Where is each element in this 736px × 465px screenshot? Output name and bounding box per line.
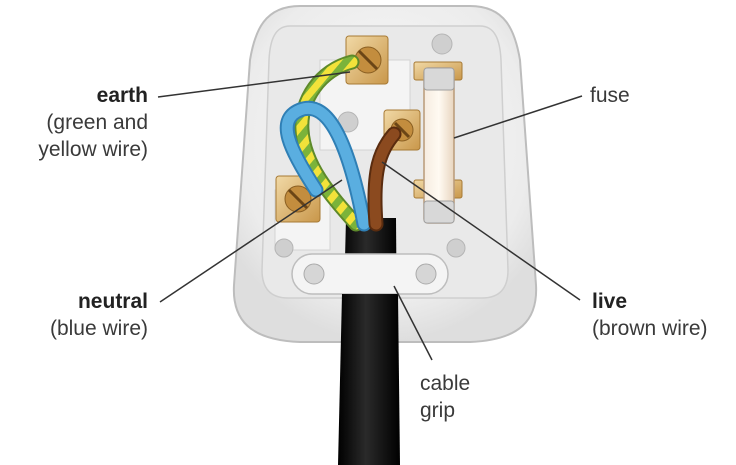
earth-label: earth (green and yellow wire) bbox=[20, 82, 148, 163]
neutral-label: neutral (blue wire) bbox=[20, 288, 148, 342]
earth-desc-line1: (green and bbox=[46, 111, 148, 134]
cable-grip-leader bbox=[393, 285, 433, 361]
screw-terminal-icon bbox=[345, 35, 389, 85]
earth-leader bbox=[157, 71, 351, 98]
earth-title: earth bbox=[96, 84, 148, 107]
live-leader bbox=[381, 161, 581, 301]
neutral-desc: (blue wire) bbox=[49, 317, 148, 340]
cable-grip-label: cable grip bbox=[420, 370, 470, 424]
fuse-title: fuse bbox=[590, 84, 630, 107]
cable-grip-line2: grip bbox=[420, 399, 456, 422]
mounting-hole bbox=[431, 33, 453, 55]
live-title: live bbox=[592, 290, 628, 313]
fuse-label: fuse bbox=[590, 82, 630, 109]
leader-lines bbox=[157, 71, 583, 361]
neutral-title: neutral bbox=[77, 290, 148, 313]
mounting-hole bbox=[274, 238, 294, 258]
live-desc: (brown wire) bbox=[592, 317, 708, 340]
earth-desc-line2: yellow wire) bbox=[38, 138, 148, 161]
cable-grip-icon bbox=[291, 253, 449, 295]
cable-grip-line1: cable bbox=[420, 372, 471, 395]
live-label: live (brown wire) bbox=[592, 288, 708, 342]
fuse-cartridge-icon bbox=[423, 67, 455, 224]
neutral-leader bbox=[159, 179, 343, 303]
mounting-hole bbox=[446, 238, 466, 258]
fuse-leader bbox=[453, 95, 583, 139]
